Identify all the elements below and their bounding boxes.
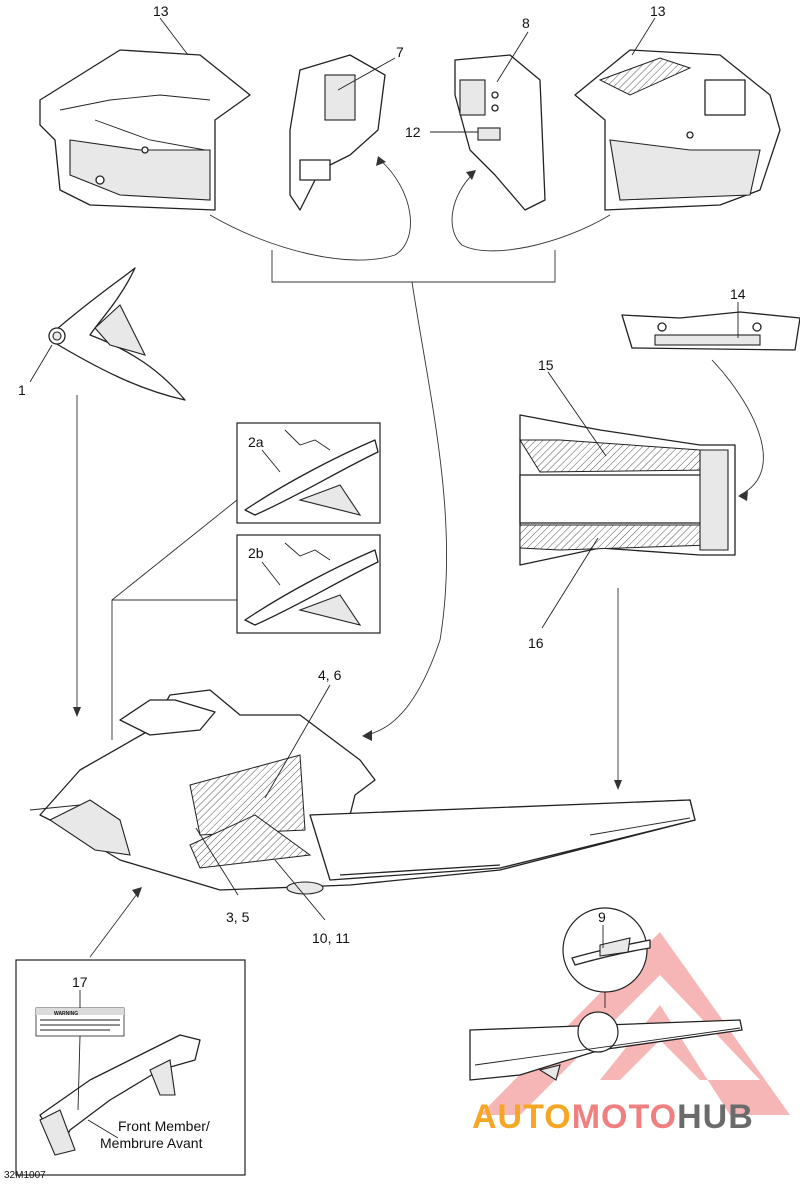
callout-17: 17 — [72, 974, 88, 990]
right-side-panel — [574, 49, 781, 211]
callout-2b: 2b — [248, 545, 264, 561]
warning-label-title: WARNING — [54, 1011, 78, 1017]
callout-2a: 2a — [248, 434, 264, 450]
callout-12: 12 — [405, 124, 421, 140]
callout-8: 8 — [522, 15, 530, 31]
callout-14: 14 — [730, 286, 746, 302]
callout-13-left: 13 — [153, 3, 169, 19]
inset-caption-line1: Front Member/ — [118, 1118, 210, 1134]
front-member-inset — [15, 959, 246, 1176]
inset-caption-line2: Membrure Avant — [100, 1135, 203, 1151]
callout-10-11: 10, 11 — [312, 930, 350, 946]
callout-1: 1 — [18, 382, 26, 398]
callout-9: 9 — [598, 909, 606, 925]
detail-box-2b — [236, 534, 381, 634]
rear-bumper-panel — [621, 311, 800, 351]
detail-box-2a — [236, 422, 381, 524]
watermark-part-hub: HUB — [677, 1098, 754, 1136]
rear-tunnel-side-detail — [469, 1011, 743, 1081]
left-side-panel — [39, 49, 251, 211]
callout-15: 15 — [538, 357, 554, 373]
nose-panel — [48, 267, 186, 401]
document-code: 32M1007 — [4, 1170, 46, 1181]
watermark-part-auto: AUTO — [472, 1098, 572, 1136]
right-inner-panel — [454, 54, 546, 211]
running-board-top-view — [519, 414, 736, 566]
callout-7: 7 — [396, 44, 404, 60]
callout-3-5: 3, 5 — [226, 909, 250, 925]
left-inner-panel — [289, 54, 386, 211]
watermark-text: AUTOMOTOHUB — [472, 1098, 754, 1137]
snowmobile-side-view — [29, 689, 696, 895]
detail-circle-9 — [562, 907, 651, 993]
watermark-part-moto: MOTO — [571, 1098, 678, 1136]
callout-4-6: 4, 6 — [318, 667, 342, 683]
callout-13-right: 13 — [650, 3, 666, 19]
callout-16: 16 — [528, 635, 544, 651]
